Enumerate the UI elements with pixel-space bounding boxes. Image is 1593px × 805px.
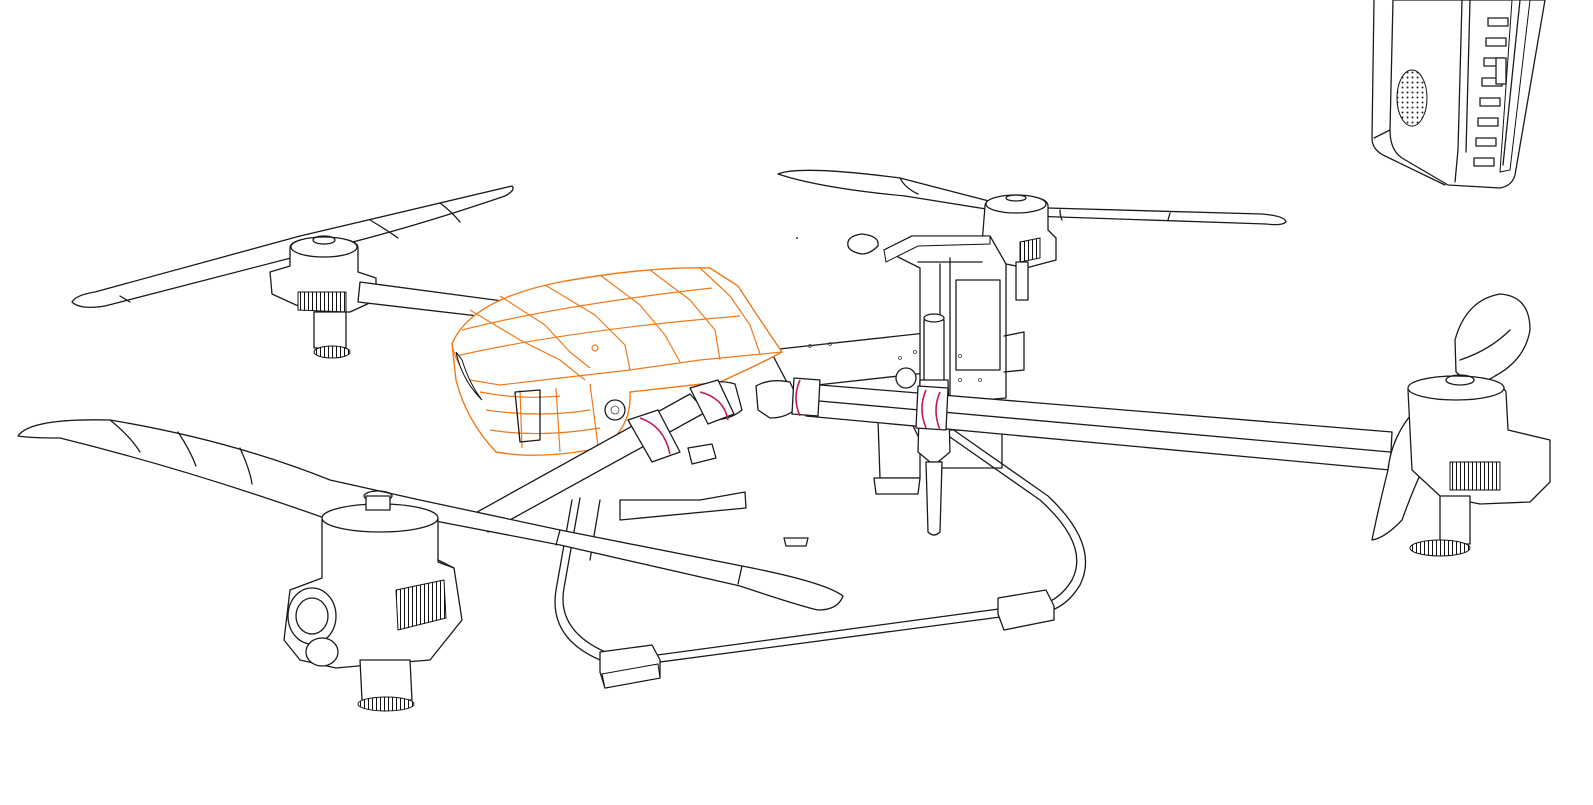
rear-right-propeller[interactable] [777,169,1287,226]
origin-marker [796,237,798,239]
landing-gear[interactable] [554,425,1087,689]
arm-clamp-rings [627,377,949,463]
canopy-shell[interactable] [451,267,783,456]
battery-pack[interactable] [1371,0,1546,189]
front-left-motor[interactable] [283,490,463,712]
rear-right-motor[interactable] [981,194,1057,301]
rear-left-motor[interactable] [269,235,377,359]
front-right-motor[interactable] [1407,374,1551,557]
